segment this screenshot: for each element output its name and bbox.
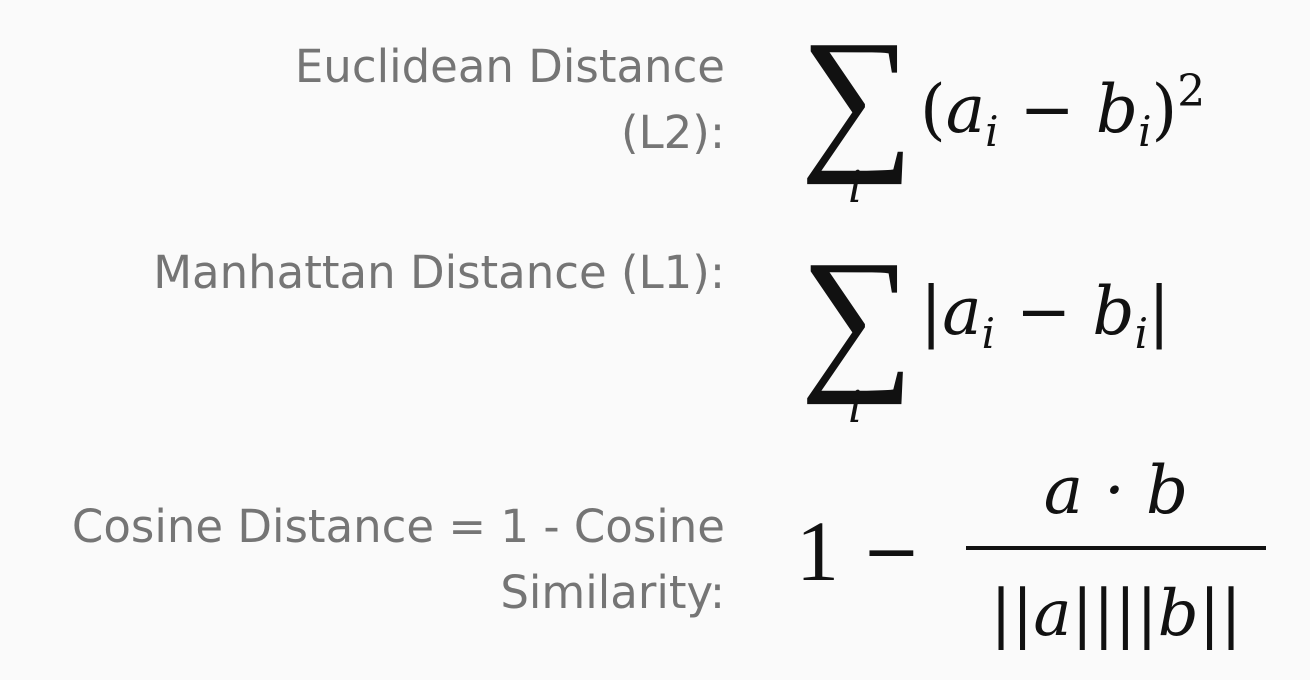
minus-sign: −: [995, 273, 1093, 350]
var-a: a: [942, 273, 982, 350]
open-paren: (: [920, 71, 946, 148]
subscript-i: i: [981, 309, 996, 358]
constant-one: 1: [796, 503, 839, 599]
cosine-fraction: a · b ||a||||b||: [966, 446, 1266, 674]
sigma-symbol: ∑: [800, 227, 915, 405]
euclidean-expression: (ai − bi)2: [920, 52, 1205, 172]
sigma-symbol: ∑: [800, 7, 915, 185]
abs-open: |: [920, 273, 943, 350]
euclidean-label-line2: (L2):: [621, 106, 725, 159]
cosine-label-line2: Similarity:: [500, 566, 725, 619]
exponent: 2: [1177, 66, 1206, 117]
minus-sign: −: [998, 71, 1096, 148]
euclidean-distance-label: Euclidean Distance (L2):: [295, 34, 725, 166]
var-a: a: [945, 71, 986, 148]
var-b: b: [1095, 71, 1139, 148]
subscript-i: i: [1134, 309, 1148, 358]
var-b: b: [1092, 273, 1135, 350]
fraction-denominator: ||a||||b||: [990, 577, 1242, 651]
cosine-label-line1: Cosine Distance = 1 - Cosine: [71, 500, 725, 553]
cosine-distance-label: Cosine Distance = 1 - Cosine Similarity:: [72, 494, 725, 626]
manhattan-sum: ∑ i: [800, 227, 925, 433]
sum-index: i: [848, 382, 863, 433]
abs-close: |: [1148, 273, 1171, 350]
close-paren: ): [1151, 71, 1178, 148]
euclidean-sum: ∑ i: [800, 7, 925, 213]
fraction-bar: [966, 546, 1266, 550]
subscript-i: i: [985, 107, 999, 156]
fraction-numerator: a · b: [1043, 452, 1189, 529]
manhattan-expression: |ai − bi|: [920, 272, 1170, 374]
manhattan-label-text: Manhattan Distance (L1):: [153, 246, 725, 299]
manhattan-distance-label: Manhattan Distance (L1):: [153, 240, 725, 306]
minus-sign: −: [862, 510, 921, 592]
subscript-i: i: [1138, 107, 1152, 156]
euclidean-label-line1: Euclidean Distance: [294, 40, 725, 93]
sum-index: i: [848, 162, 863, 213]
